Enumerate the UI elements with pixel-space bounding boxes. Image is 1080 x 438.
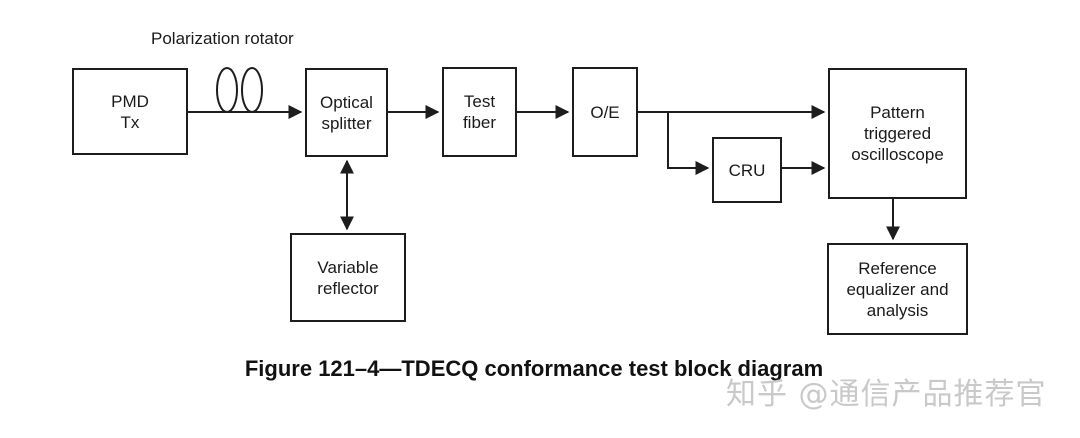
block-variable-reflector-label: Variable reflector (317, 257, 379, 298)
block-variable-reflector: Variable reflector (290, 233, 406, 322)
block-reference-equalizer-label: Reference equalizer and analysis (846, 258, 949, 320)
block-optical-splitter-label: Optical splitter (320, 92, 373, 133)
block-test-fiber: Test fiber (442, 67, 517, 157)
watermark-text: 知乎 @通信产品推荐官 (726, 377, 1047, 412)
block-cru-label: CRU (728, 160, 766, 180)
block-oe: O/E (572, 67, 638, 157)
connector-oe-to-cru (667, 112, 710, 175)
block-reference-equalizer: Reference equalizer and analysis (827, 243, 968, 335)
block-pattern-triggered-oscilloscope: Pattern triggered oscilloscope (828, 68, 967, 199)
block-pmd-tx-label: PMD Tx (111, 91, 149, 132)
block-optical-splitter: Optical splitter (305, 68, 388, 157)
block-cru: CRU (712, 137, 782, 203)
figure-caption: Figure 121–4—TDECQ conformance test bloc… (244, 356, 824, 381)
block-oe-label: O/E (590, 102, 620, 122)
polarization-rotator-label: Polarization rotator (151, 29, 294, 48)
block-pattern-triggered-oscilloscope-label: Pattern triggered oscilloscope (851, 103, 944, 164)
fiber-loops-icon (216, 67, 263, 113)
block-pmd-tx: PMD Tx (72, 68, 188, 155)
block-test-fiber-label: Test fiber (462, 92, 497, 132)
